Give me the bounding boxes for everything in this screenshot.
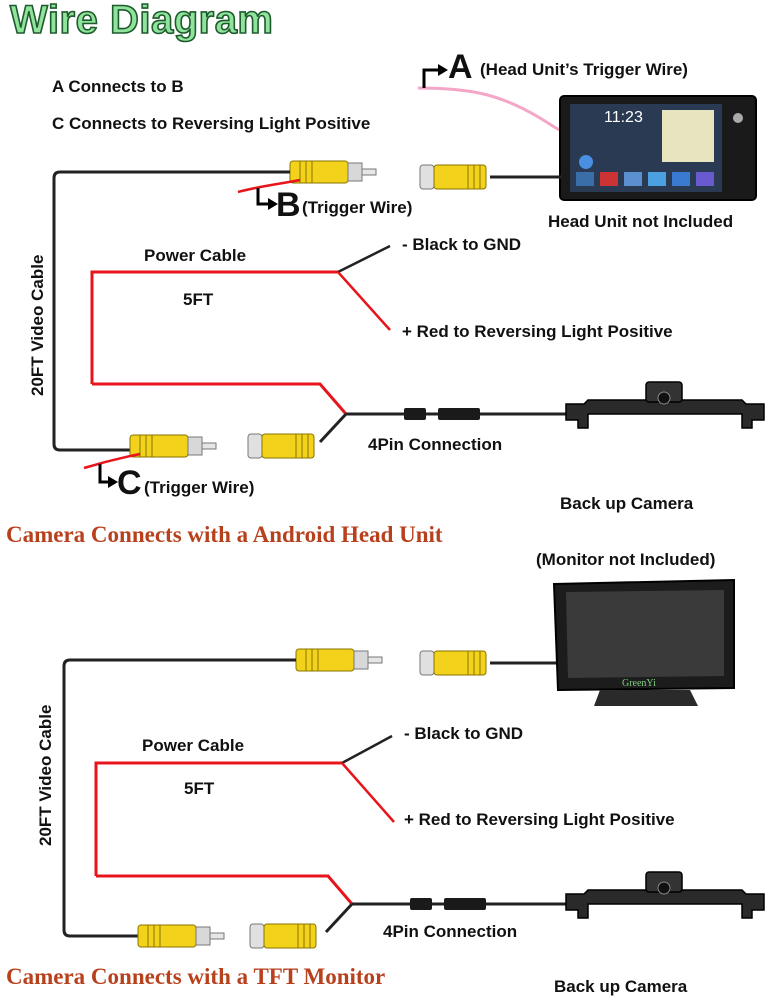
head-unit-clock: 11:23	[604, 109, 643, 126]
top-camera-label: Back up Camera	[560, 494, 694, 513]
label-b: B	[276, 186, 301, 224]
head-unit-caption: Head Unit not Included	[548, 212, 734, 231]
top-pin-connection-label: 4Pin Connection	[368, 435, 503, 454]
top-black-gnd-label: - Black to GND	[402, 235, 522, 254]
note-a-to-b: A Connects to B	[52, 77, 184, 96]
section-title-android: Camera Connects with a Android Head Unit	[6, 522, 443, 547]
top-power-cable-label: Power Cable	[144, 246, 247, 265]
head-unit	[559, 95, 757, 201]
label-b-desc: (Trigger Wire)	[302, 198, 413, 217]
top-red-positive-label: + Red to Reversing Light Positive	[402, 322, 673, 341]
label-a-desc: (Head Unit’s Trigger Wire)	[480, 60, 688, 79]
label-c-desc: (Trigger Wire)	[144, 478, 255, 497]
bottom-pin-connection-label: 4Pin Connection	[383, 922, 518, 941]
bottom-length-label: 5FT	[184, 779, 215, 798]
bottom-camera-label: Back up Camera	[554, 977, 688, 996]
label-c: C	[117, 464, 142, 502]
diagram-title: Wire Diagram	[9, 0, 274, 43]
bottom-power-cable-label: Power Cable	[142, 736, 245, 755]
monitor-caption: (Monitor not Included)	[536, 550, 716, 569]
bottom-red-positive-label: + Red to Reversing Light Positive	[404, 810, 675, 829]
note-c-to-reverse: C Connects to Reversing Light Positive	[52, 114, 371, 133]
section-title-tft: Camera Connects with a TFT Monitor	[6, 964, 386, 989]
bottom-black-gnd-label: - Black to GND	[404, 724, 524, 743]
top-length-label: 5FT	[183, 290, 214, 309]
tft-monitor	[552, 578, 735, 706]
monitor-brand: GreenYi	[622, 678, 656, 689]
label-a: A	[448, 48, 473, 86]
